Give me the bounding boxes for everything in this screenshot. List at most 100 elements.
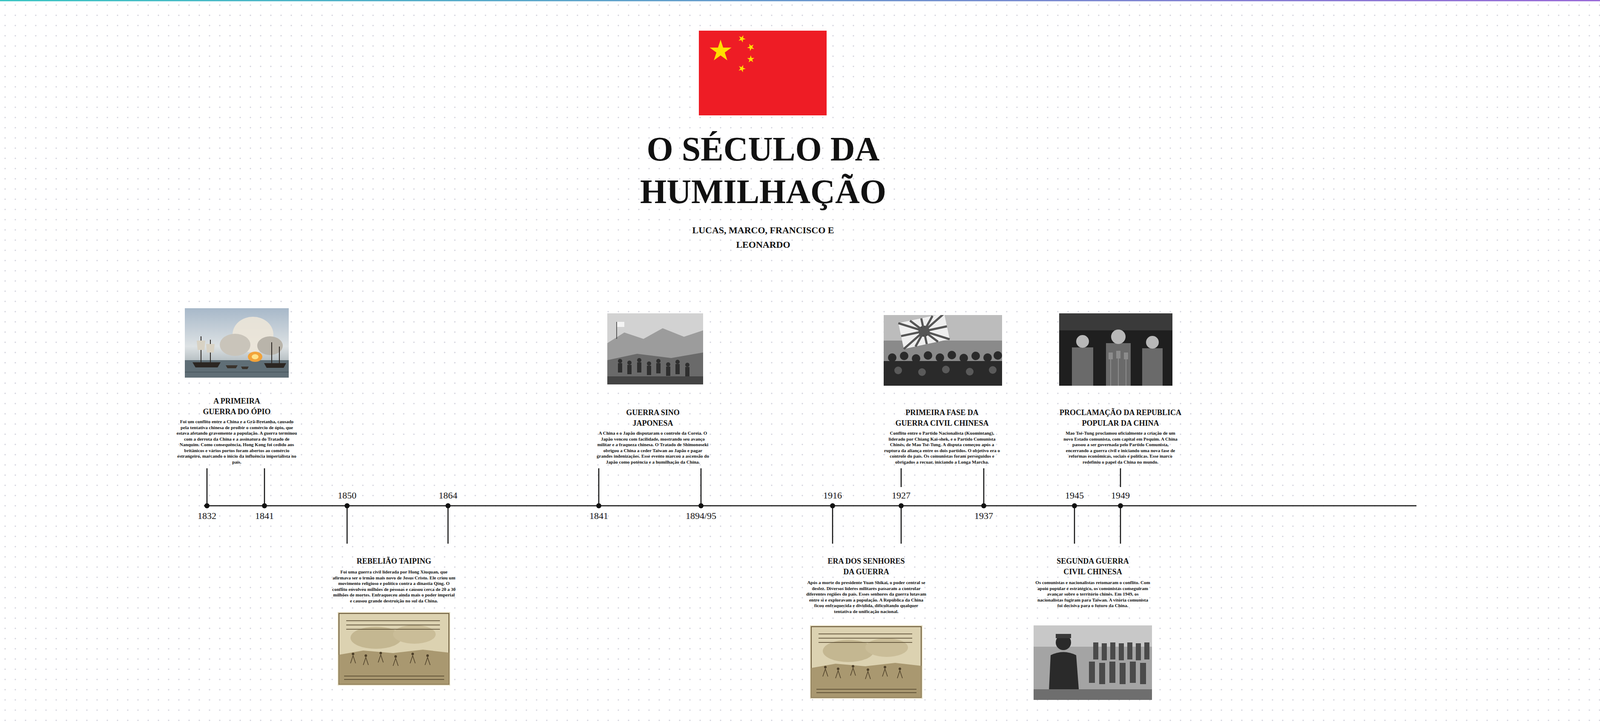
proclamation-photo-part-part [1146,336,1159,349]
warlord-engraving-part-part [851,665,855,668]
year-label: 1832 [183,510,231,523]
civil-war-photo-part-part [883,361,1003,386]
warlord-engraving-part [865,638,908,658]
taiping-engraving-part [350,626,402,650]
sino-japanese-war-photo-part-part [646,365,652,376]
second-civil-war-photo [1033,625,1152,701]
taiping-engraving-part [338,613,449,685]
second-civil-war-photo-part [1033,625,1152,647]
event-heading: ERA DOS SENHORES DA GUERRA [823,556,909,578]
timeline-dot-part [204,503,210,509]
opium-war-painting-part [184,308,289,378]
second-civil-war-photo-part-part [1109,661,1116,684]
china-flag-part [737,33,747,44]
china-flag-part [746,54,756,64]
timeline-axis-part [203,505,1417,507]
proclamation-photo-part-part [1116,350,1121,359]
second-civil-war-photo-part-part [1135,643,1141,661]
author-names: LUCAS, MARCO, FRANCISCO E LEONARDO [669,223,857,253]
sino-japanese-war-photo-part-part [617,363,623,373]
proclamation-photo-part-part [1123,352,1129,360]
second-civil-war-photo-part-part [1118,643,1124,661]
sino-japanese-war-photo-part-part [675,359,680,365]
proclamation-photo-part-part [1111,329,1126,345]
second-civil-war-photo-part [1055,634,1072,639]
warlord-engraving-part-part [816,689,917,693]
sino-japanese-war-photo-part [607,328,704,385]
event-description: Mao Tsé-Tung proclamou oficialmente a cr… [1060,430,1181,466]
timeline-axis [203,468,1417,544]
sino-japanese-war-photo-part-part [675,364,680,375]
sino-japanese-war-photo-part-part [637,362,642,373]
sino-japanese-war-photo-part [607,358,704,385]
china-flag-part [746,42,757,53]
sino-japanese-war-photo-part-part [646,361,652,366]
taiping-engraving-part-part [351,652,355,656]
sino-japanese-war-photo-part-part [685,362,690,368]
sino-japanese-war-photo-part-part [656,359,661,364]
sino-japanese-war-photo-part [607,352,704,385]
event-description: Foi um conflito entre a China e a Grã-Br… [176,419,298,466]
opium-war-painting-part [196,340,215,353]
warlord-engraving-part-part [824,666,827,669]
year-label: 1894/95 [673,510,729,523]
proclamation-photo-part-part [1108,352,1113,360]
warlord-engraving-part-part [866,668,870,672]
taiping-engraving-part-part [379,652,383,655]
second-civil-war-photo-part [1033,625,1152,701]
warlord-engraving-part-part [883,666,887,669]
warlord-engraving-part-part [818,634,913,643]
sino-japanese-war-photo-part [607,313,704,385]
sino-japanese-war-photo-part-part [666,366,671,377]
warlord-engraving-part [824,665,902,672]
year-label: 1841 [241,510,288,523]
timeline-axis-part [206,468,984,506]
timeline-dot-part [698,503,704,509]
event-heading: REBELIÃO TAIPING [338,556,450,567]
event-heading: SEGUNDA GUERRA CIVIL CHINESA [1050,556,1136,578]
warlord-engraving-part-part [836,667,840,671]
opium-war-painting-part [184,371,289,373]
civil-war-photo [883,315,1003,386]
opium-war-painting-part [247,351,263,362]
event-description: Após a morte do presidente Yuan Shikai, … [806,580,927,615]
proclamation-photo-part-part [1076,335,1089,348]
second-civil-war-photo-part-part [1119,663,1126,685]
proclamation-photo-part-part [1142,348,1163,386]
civil-war-photo-part-part [993,351,1003,360]
page-title: O SÉCULO DA HUMILHAÇÃO [618,127,908,213]
proclamation-photo-part [1059,313,1173,386]
sino-japanese-war-photo-part-part [637,358,642,363]
year-label: 1841 [575,510,623,523]
proclamation-photo-part [1108,350,1129,360]
warlord-engraving-part [816,634,917,693]
civil-war-photo-part [898,315,950,350]
taiping-engraving-part [393,625,436,644]
year-label: 1850 [323,489,371,502]
civil-war-photo-part-part [947,350,957,360]
civil-war-photo-part-part [935,353,945,362]
proclamation-photo-part [1076,329,1159,349]
top-bar [0,0,1600,2]
taiping-engraving-part [344,620,445,680]
sino-japanese-war-photo-part-part [656,363,661,374]
sino-japanese-war-photo-part-part [607,376,704,385]
china-flag-part [698,30,827,116]
timeline-dot-part [898,503,904,509]
sino-japanese-war-photo-part [616,321,618,339]
year-label: 1916 [809,489,857,502]
civil-war-photo-part-part [988,366,997,374]
civil-war-photo-part-part [899,351,909,361]
timeline-dot-part [1071,503,1078,509]
proclamation-photo-part-part [1071,347,1094,386]
timeline-dot-part [596,503,602,509]
taiping-engraving-part-part [350,654,431,667]
opium-war-painting-part [219,333,251,357]
civil-war-photo-part-part [887,353,897,362]
event-description: Conflito entre o Partido Nacionalista (K… [882,430,1002,466]
warlord-engraving-part [810,625,923,699]
timeline-dot-part [830,503,836,509]
event-heading: PRIMEIRA FASE DA GUERRA CIVIL CHINESA [892,407,993,429]
timeline-axis-part [347,505,1121,544]
